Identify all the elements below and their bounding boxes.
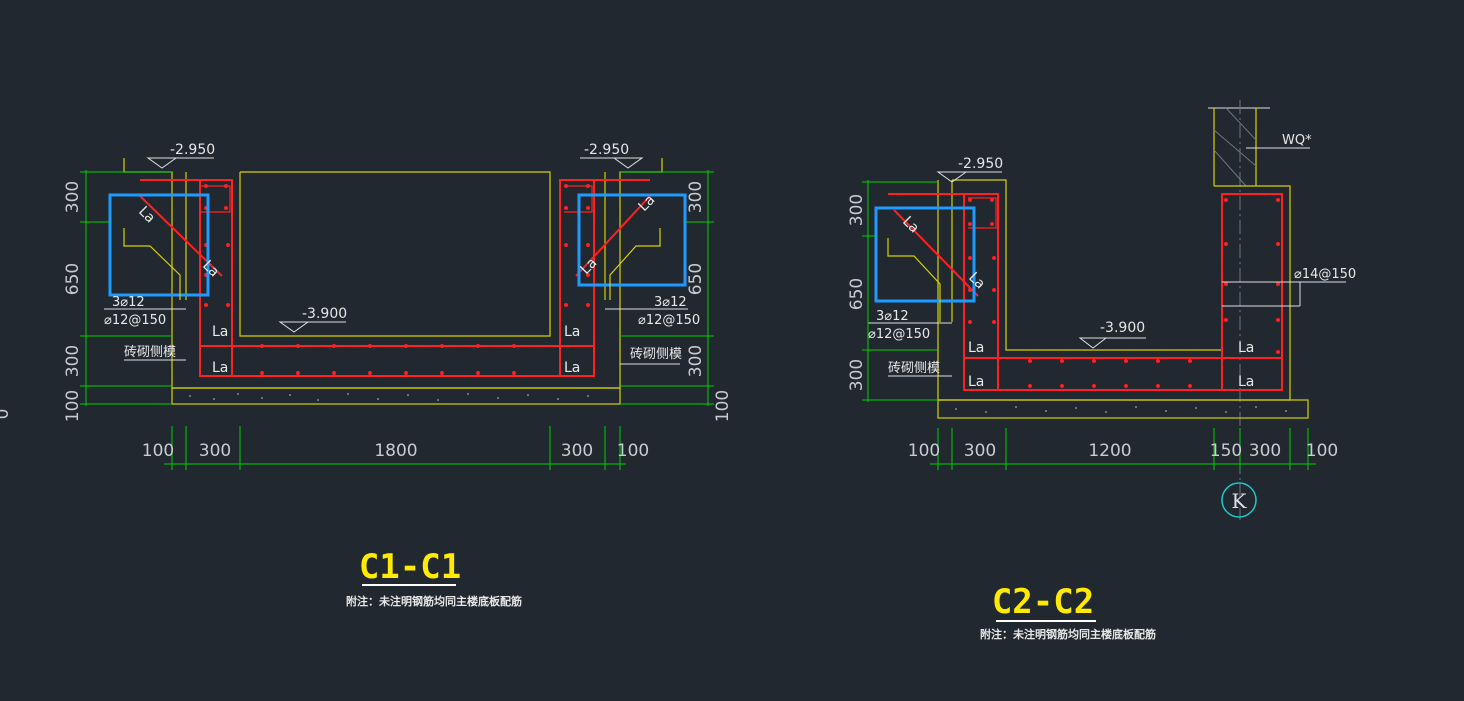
c1-elev-right-label: -2.950 [584,142,629,158]
c1-dim-bottom [164,426,626,470]
c1-dim-right-1: 300 [686,181,706,213]
c1-dim-left-4: 100 [63,390,83,422]
c1-dim-bottom-1: 100 [142,441,174,461]
c2-dim-left-2: 650 [847,278,867,310]
c1-la-label: La [135,204,158,227]
c2-highlight-box [874,206,976,303]
c1-elev-marker-left [146,157,178,169]
c1-la-label: La [578,255,601,278]
c1-dim-left-3: 300 [63,345,83,377]
c1-brick-label-right: 砖砌侧模 [630,347,682,362]
c2-dim-bottom-2: 300 [964,441,996,461]
c2-screed-hatch [955,406,1287,413]
c2-rebar-dots [968,198,1280,388]
c1-la-label: La [564,324,580,340]
c1-la-label: La [212,324,228,340]
left-edge-fragment: 0 [0,409,13,420]
c1-dim-bottom-2: 300 [199,441,231,461]
c1-brick-label-left: 砖砌侧模 [124,345,176,360]
c2-dim-bottom [930,428,1316,470]
c2-rebar-callout-2: ⌀12@150 [868,327,930,342]
c2-dim-bottom-3: 1200 [1088,441,1131,461]
c1-highlight-box-right [577,193,687,287]
c1-inner-outline [239,171,551,337]
c1-elev-marker-right [612,157,644,169]
c1-diagonal-bar-right [575,195,651,277]
c2-dim-left-3: 300 [847,359,867,391]
c2-dim-bottom-6: 100 [1306,441,1338,461]
c2-dim-left [862,180,938,402]
c2-screed [937,399,1309,419]
c1-stirrup-left [200,185,231,213]
c2-la-label: La [899,214,922,237]
c1-dim-right-2: 650 [686,263,706,295]
c1-note: 附注：未注明钢筋均同主楼底板配筋 [346,594,522,608]
c1-dim-bottom-5: 100 [617,441,649,461]
c2-dim-bottom-4: 150 [1210,441,1242,461]
c1-haunch-left [123,228,181,300]
c1-screed-hatch [189,393,589,401]
c2-concrete-outline [937,179,1291,401]
c1-la-label: La [212,360,228,376]
c1-dim-right-4: 100 [713,390,733,422]
c2-note: 附注：未注明钢筋均同主楼底板配筋 [980,627,1156,641]
c1-elev-bottom-label: -3.900 [302,306,347,322]
section-c2: WQ* [847,100,1356,641]
c1-dim-bottom-4: 300 [561,441,593,461]
section-c1: -2.950 -2.950 -3.900 La La La La La La L… [0,142,733,608]
c1-dim-left [80,170,172,406]
c1-dim-bottom-3: 1800 [374,441,417,461]
c2-dim-bottom-5: 300 [1249,441,1281,461]
c1-dim-left-1: 300 [63,181,83,213]
c2-axis-bubble [1221,482,1257,518]
c1-rebar-callout-right-1: 3⌀12 [654,295,687,310]
c2-axis-label: K [1232,489,1248,513]
c2-rebar-right [1221,193,1283,391]
c2-la-label: La [1238,374,1254,390]
c1-screed [171,387,621,405]
c1-title: C1-C1 [359,547,461,587]
c1-dim-left-2: 650 [63,263,83,295]
c2-dim-left-1: 300 [847,194,867,226]
c1-rebar-callout-right-2: ⌀12@150 [638,313,700,328]
c2-wall-label: WQ* [1282,133,1312,148]
c1-elev-left-label: -2.950 [170,142,215,158]
c1-la-label: La [564,360,580,376]
c2-haunch [887,238,941,322]
c2-brick-label: 砖砌侧模 [888,361,940,376]
c2-wall-rebar-label: ⌀14@150 [1294,267,1356,282]
c1-dim-right [620,170,714,406]
c1-elev-marker-bottom [278,321,310,333]
c2-elev-bottom-label: -3.900 [1100,320,1145,336]
c1-rebar-callout-left-2: ⌀12@150 [104,313,166,328]
c1-rebar-callout-left-1: 3⌀12 [112,295,145,310]
c1-haunch-right [609,228,661,300]
c1-dim-right-3: 300 [686,345,706,377]
c2-dim-bottom-1: 100 [908,441,940,461]
c2-stirrup [968,197,997,229]
c1-highlight-box-left [108,193,210,297]
c2-elev-marker-bottom [1078,337,1108,349]
c2-elev-top-label: -2.950 [958,156,1003,172]
c2-la-label: La [968,340,984,356]
c2-diagonal-bar [893,209,979,297]
c1-rebar-dots [204,184,590,375]
c2-rebar-callout-1: 3⌀12 [876,309,909,324]
c2-la-label: La [1238,340,1254,356]
c2-la-label: La [968,374,984,390]
c2-title: C2-C2 [992,582,1094,622]
c1-la-label: La [199,258,222,281]
